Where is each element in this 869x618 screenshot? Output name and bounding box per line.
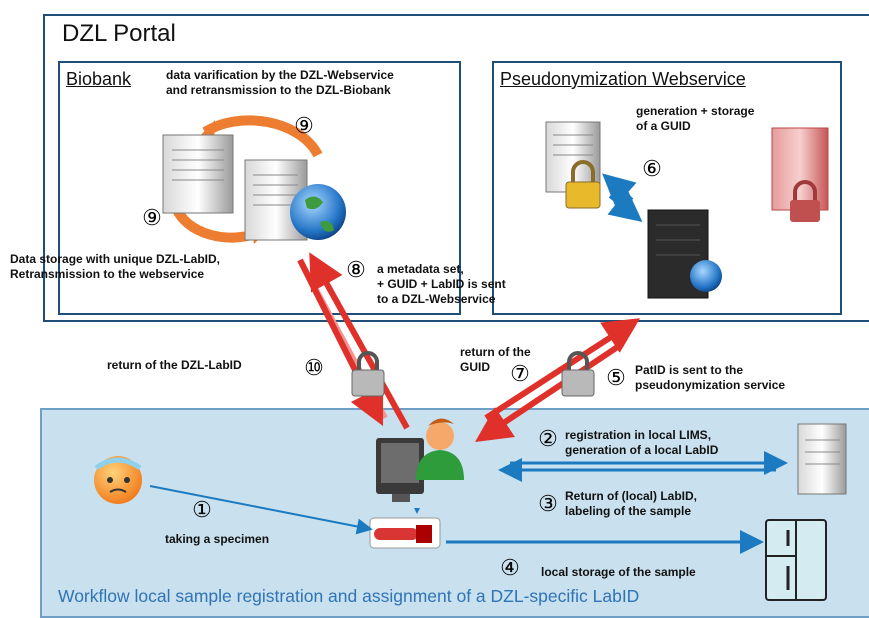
step-2-number: ② [538, 426, 558, 451]
step-6-number: ⑥ [642, 156, 662, 181]
server-icon [797, 423, 847, 495]
fridge-icon [765, 519, 827, 601]
step-1-label: taking a specimen [165, 532, 270, 546]
step-7-label: return of the GUID [460, 345, 531, 374]
biobank-box [58, 61, 461, 315]
patient-icon [94, 456, 142, 504]
step-8-label: a metadata set, + GUID + LabID is sent t… [377, 262, 506, 306]
step-3-number: ③ [538, 491, 558, 516]
step-1-number: ① [192, 497, 212, 522]
padlock-icon [561, 351, 595, 397]
step-7-number: ⑦ [510, 361, 530, 386]
sample-tube-icon [369, 517, 441, 549]
portal-title: DZL Portal [62, 20, 176, 47]
person-at-computer-icon [376, 418, 464, 502]
biobank-title: Biobank [66, 69, 132, 89]
step-10-label: return of the DZL-LabID [107, 358, 242, 372]
server-icon [771, 127, 829, 222]
workflow-title: Workflow local sample registration and a… [58, 586, 640, 606]
pseudonymization-title: Pseudonymization Webservice [500, 69, 746, 89]
padlock-icon [351, 351, 385, 397]
padlock-icon [565, 160, 601, 209]
pseudonymization-box [492, 61, 842, 315]
step-3-label: Return of (local) LabID, labeling of the… [565, 489, 697, 518]
arrow-specimen [149, 485, 373, 535]
step-10-number: ⑩ [304, 355, 324, 380]
verification-label: data varification by the DZL-Webservice … [166, 68, 394, 97]
server-icon [162, 134, 234, 214]
step-2-label: registration in local LIMS, generation o… [565, 428, 719, 457]
step-9-number: ⑨ [294, 113, 314, 138]
storage-label: Data storage with unique DZL-LabID, Retr… [10, 252, 221, 281]
step-4-label: local storage of the sample [541, 565, 696, 579]
exchange-arrows [602, 173, 643, 222]
step-5-label: PatID is sent to the pseudonymization se… [635, 363, 786, 392]
step-4-number: ④ [500, 555, 520, 580]
server-icon [647, 209, 722, 299]
step-9-number: ⑨ [142, 205, 162, 230]
arrow-guid-return [475, 341, 624, 442]
step-5-number: ⑤ [606, 365, 626, 390]
globe-icon [290, 184, 346, 240]
small-down-arrow [414, 508, 420, 514]
guid-label: generation + storage of a GUID [636, 104, 755, 133]
arrow-patid-sent [484, 318, 641, 421]
step-8-number: ⑧ [346, 257, 366, 282]
